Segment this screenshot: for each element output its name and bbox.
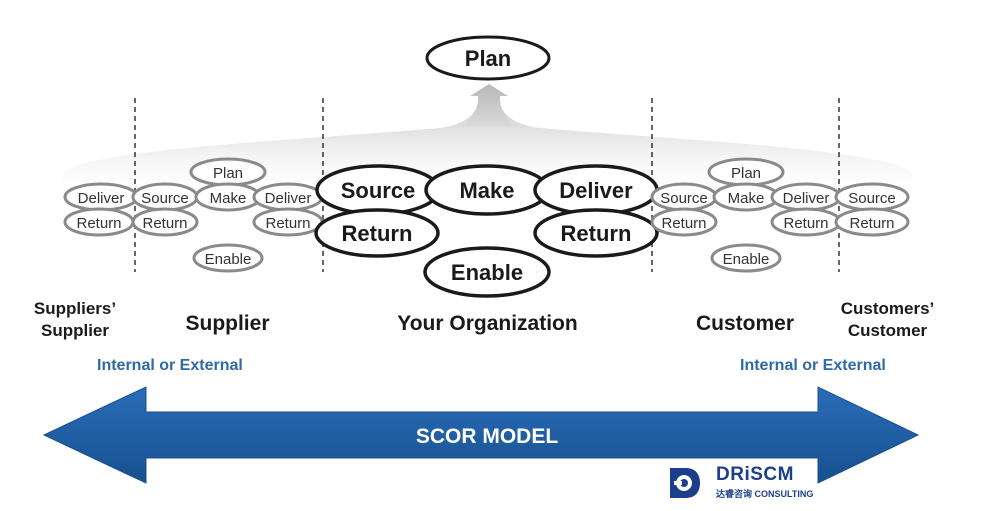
- cc-return-label: Return: [849, 215, 894, 232]
- cus-deliver-oval: Deliver: [770, 182, 842, 212]
- plan-fan: [62, 100, 912, 200]
- org-source-label: Source: [341, 178, 416, 203]
- sup-return-right-oval: Return: [252, 207, 324, 237]
- cus-return-left-oval: Return: [650, 207, 718, 237]
- sup-make-label: Make: [210, 190, 247, 207]
- sup-deliver-label: Deliver: [265, 190, 312, 207]
- org-deliver-oval: Deliver: [533, 164, 659, 216]
- cus-return-left-label: Return: [661, 215, 706, 232]
- sup-enable-oval: Enable: [192, 243, 264, 273]
- org-return-left-oval: Return: [314, 208, 440, 258]
- top-plan-oval: Plan: [425, 35, 551, 81]
- sup-source-oval: Source: [131, 182, 199, 212]
- cus-return-right-label: Return: [783, 215, 828, 232]
- ss-return-label: Return: [76, 215, 121, 232]
- org-make-label: Make: [459, 178, 514, 203]
- cus-plan-label: Plan: [731, 165, 761, 182]
- internal-external-left: Internal or External: [97, 357, 243, 374]
- internal-external-right: Internal or External: [740, 357, 886, 374]
- top-plan-label: Plan: [465, 46, 511, 71]
- org-enable-label: Enable: [451, 260, 523, 285]
- cus-source-label: Source: [660, 190, 708, 207]
- cus-make-oval: Make: [712, 182, 780, 212]
- cus-enable-label: Enable: [723, 251, 770, 268]
- sup-return-right-label: Return: [265, 215, 310, 232]
- sup-plan-label: Plan: [213, 165, 243, 182]
- logo-name: DRiSCM: [716, 464, 794, 485]
- sup-make-oval: Make: [194, 182, 262, 212]
- driscm-logo: DRiSCM 达睿咨询 CONSULTING: [668, 464, 818, 504]
- section-your-organization: Your Organization: [397, 312, 578, 335]
- sup-return-left-oval: Return: [131, 207, 199, 237]
- org-deliver-label: Deliver: [559, 178, 633, 203]
- cus-source-oval: Source: [650, 182, 718, 212]
- cus-return-right-oval: Return: [770, 207, 842, 237]
- cc-source-oval: Source: [834, 182, 910, 212]
- cus-plan-oval: Plan: [707, 157, 785, 187]
- org-return-right-oval: Return: [533, 208, 659, 258]
- cus-make-label: Make: [728, 190, 765, 207]
- sup-deliver-oval: Deliver: [252, 182, 324, 212]
- org-source-oval: Source: [315, 164, 441, 216]
- cus-enable-oval: Enable: [710, 243, 782, 273]
- org-return-left-label: Return: [342, 221, 413, 246]
- scor-model-label: SCOR MODEL: [416, 425, 559, 448]
- org-enable-oval: Enable: [423, 246, 551, 298]
- cc-return-oval: Return: [834, 207, 910, 237]
- section-customer: Customer: [695, 312, 795, 335]
- sup-return-left-label: Return: [142, 215, 187, 232]
- ss-deliver-oval: Deliver: [63, 182, 139, 212]
- ss-deliver-label: Deliver: [78, 190, 125, 207]
- sup-plan-oval: Plan: [189, 157, 267, 187]
- section-suppliers-supplier: Suppliers’ Supplier: [33, 299, 117, 340]
- sup-source-label: Source: [141, 190, 189, 207]
- cus-deliver-label: Deliver: [783, 190, 830, 207]
- org-make-oval: Make: [424, 164, 550, 216]
- scor-model-arrow: SCOR MODEL: [42, 386, 920, 484]
- section-customers-customer: Customers’ Customer: [840, 299, 935, 340]
- org-return-right-label: Return: [561, 221, 632, 246]
- logo-subtitle: 达睿咨询 CONSULTING: [716, 489, 814, 499]
- section-supplier: Supplier: [185, 312, 270, 335]
- cc-source-label: Source: [848, 190, 896, 207]
- ss-return-oval: Return: [63, 207, 135, 237]
- driscm-logo-icon: [670, 468, 700, 498]
- sup-enable-label: Enable: [205, 251, 252, 268]
- plan-arrow-stem: [463, 84, 515, 126]
